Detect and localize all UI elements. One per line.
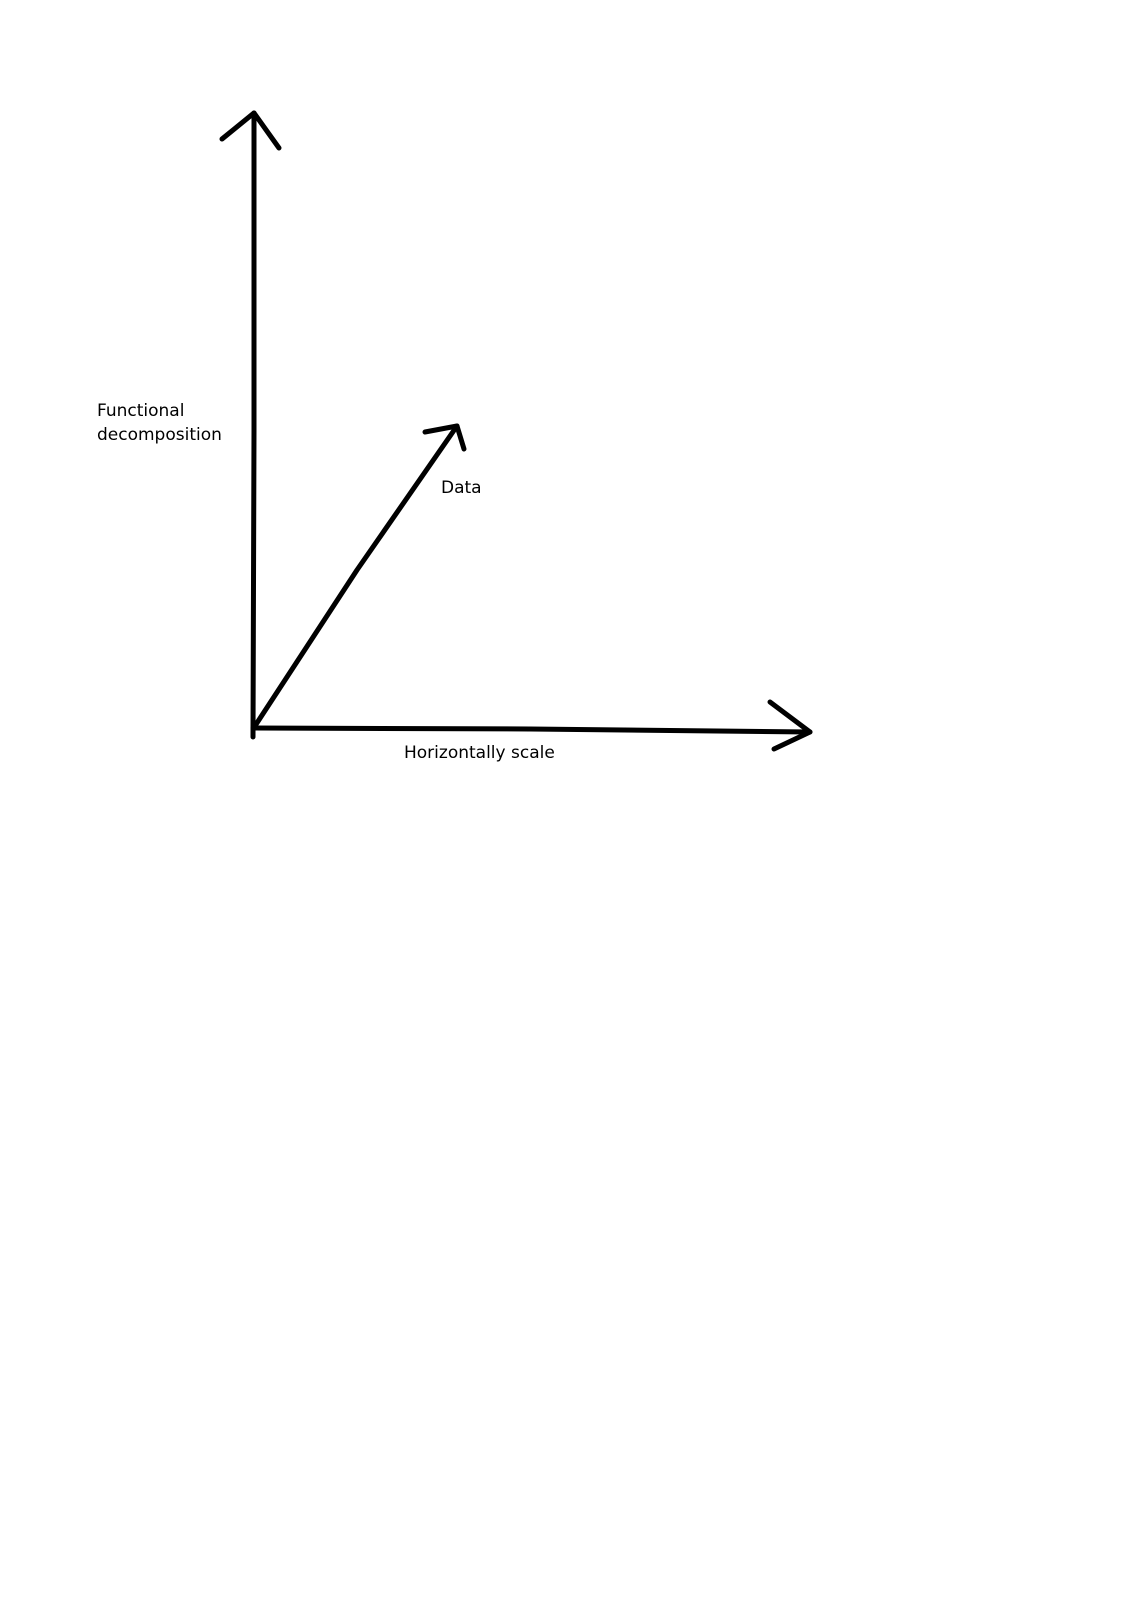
- horizontal-axis-arrowhead: [767, 699, 813, 752]
- horizontal-axis-label: Horizontally scale: [404, 743, 555, 763]
- diagonal-axis-label: Data: [441, 478, 482, 498]
- vertical-axis-line: [250, 110, 257, 740]
- horizontal-axis-line: [250, 725, 813, 735]
- vertical-axis-arrowhead: [219, 110, 282, 151]
- vertical-axis-label-line2: decomposition: [97, 425, 222, 445]
- diagonal-axis-line: [250, 423, 460, 732]
- axes-group: [219, 110, 813, 752]
- vertical-axis-label: Functional decomposition: [97, 399, 222, 447]
- vertical-axis-label-line1: Functional: [97, 401, 185, 421]
- diagonal-axis-arrowhead: [422, 423, 467, 452]
